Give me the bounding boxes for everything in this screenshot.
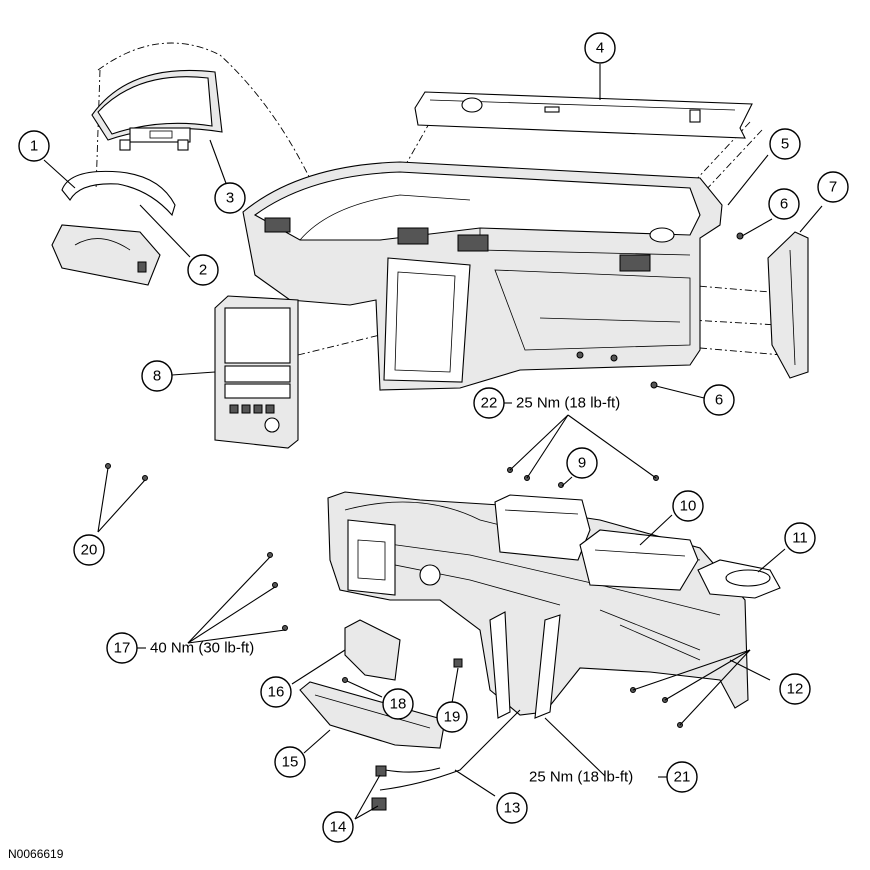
cluster-finish-panel <box>51 170 176 286</box>
svg-text:3: 3 <box>226 190 234 207</box>
support-brace <box>534 614 561 719</box>
figure-id: N0066619 <box>8 847 64 861</box>
support-brace <box>489 611 511 719</box>
bolt <box>267 552 273 558</box>
svg-text:8: 8 <box>153 368 161 385</box>
end-panel <box>767 231 809 379</box>
routing-line <box>689 319 779 326</box>
connector <box>375 765 387 777</box>
instrument-cluster <box>91 69 223 151</box>
svg-text:12: 12 <box>787 681 804 698</box>
instrument-panel <box>242 161 723 391</box>
callout-12: 12 <box>779 673 811 705</box>
svg-text:22: 22 <box>481 395 498 412</box>
routing-line <box>699 347 783 356</box>
callout-14: 14 <box>322 811 354 843</box>
callout-19: 19 <box>436 701 468 733</box>
callout-4: 4 <box>584 32 616 64</box>
callout-22: 22 <box>473 387 505 419</box>
callout-2: 2 <box>187 254 219 286</box>
callout-13: 13 <box>496 792 528 824</box>
svg-text:7: 7 <box>829 179 837 196</box>
steering-column-cover <box>344 619 401 681</box>
torque-spec-21: 25 Nm (18 lb-ft) <box>529 769 633 786</box>
svg-text:13: 13 <box>504 800 521 817</box>
routing-line <box>95 69 101 191</box>
defroster-grille <box>414 91 753 139</box>
callout-1: 1 <box>18 130 50 162</box>
torque-spec-22: 25 Nm (18 lb-ft) <box>516 395 620 412</box>
knee-bolster-detail <box>314 694 431 729</box>
callout-5: 5 <box>769 128 801 160</box>
svg-text:10: 10 <box>680 498 697 515</box>
bolt <box>650 381 658 389</box>
svg-text:17: 17 <box>114 640 131 657</box>
wiring-harness <box>379 709 521 791</box>
bolt <box>342 677 348 683</box>
callout-7: 7 <box>817 171 849 203</box>
bolt <box>272 582 278 588</box>
leader-lines <box>43 64 823 820</box>
wiring-harness <box>384 767 441 773</box>
bolt <box>576 351 584 359</box>
svg-text:11: 11 <box>792 530 808 547</box>
svg-text:9: 9 <box>578 455 586 472</box>
bolt <box>610 354 618 362</box>
routing-line <box>97 42 321 201</box>
routing-line <box>684 284 771 293</box>
svg-text:16: 16 <box>268 684 285 701</box>
svg-text:6: 6 <box>715 392 723 409</box>
svg-text:1: 1 <box>30 138 38 155</box>
bolt <box>142 475 148 481</box>
callout-6-top: 6 <box>768 188 800 220</box>
routing-line <box>297 334 381 356</box>
callout-17: 17 <box>106 632 138 664</box>
callout-6-bottom: 6 <box>703 384 735 416</box>
svg-text:18: 18 <box>390 696 407 713</box>
svg-text:14: 14 <box>330 819 347 836</box>
callout-9: 9 <box>566 447 598 479</box>
svg-text:15: 15 <box>282 754 299 771</box>
duct-outlet <box>725 569 771 587</box>
svg-text:20: 20 <box>81 542 98 559</box>
center-finish-panel <box>214 295 299 449</box>
svg-text:4: 4 <box>596 40 604 57</box>
callout-18: 18 <box>382 688 414 720</box>
end-panel-detail <box>789 249 796 366</box>
callout-15: 15 <box>274 746 306 778</box>
bolt <box>105 463 111 469</box>
svg-text:21: 21 <box>674 769 691 786</box>
svg-text:2: 2 <box>199 262 207 279</box>
callout-16: 16 <box>260 676 292 708</box>
hvac-module <box>494 494 699 591</box>
callout-21: 21 <box>666 761 698 793</box>
torque-spec-17: 40 Nm (30 lb-ft) <box>150 640 254 657</box>
svg-text:5: 5 <box>781 136 789 153</box>
svg-text:19: 19 <box>444 709 461 726</box>
fastener <box>453 658 463 668</box>
callout-10: 10 <box>672 490 704 522</box>
callout-8: 8 <box>141 360 173 392</box>
callout-20: 20 <box>73 534 105 566</box>
knee-bolster <box>299 681 446 749</box>
callout-11: 11 <box>784 522 816 554</box>
svg-text:6: 6 <box>780 196 788 213</box>
callout-3: 3 <box>214 182 246 214</box>
